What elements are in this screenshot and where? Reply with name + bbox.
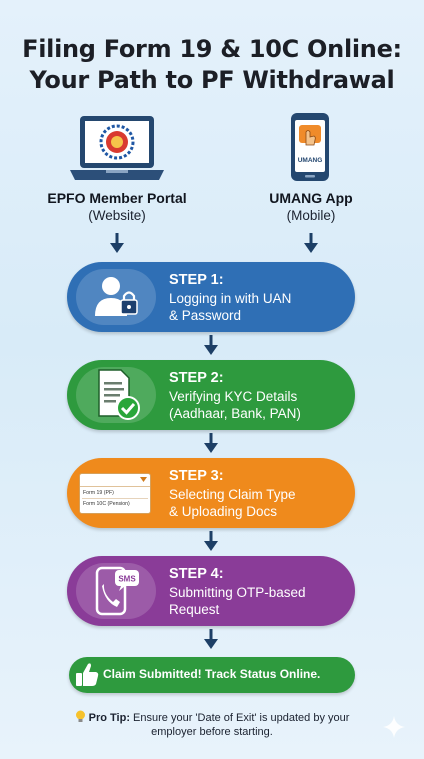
claim-submitted-text: Claim Submitted! Track Status Online.	[103, 667, 321, 681]
arrow-down-icon	[304, 233, 318, 253]
step-1-card: STEP 1: Logging in with UAN & Password	[67, 262, 355, 332]
source-sub-mobile: (Mobile)	[286, 208, 336, 223]
page-title: Filing Form 19 & 10C Online: Your Path t…	[0, 34, 424, 96]
pro-tip-label: Pro Tip:	[88, 712, 130, 724]
sparkle-icon	[383, 716, 405, 738]
claim-type-dropdown: Form 19 (PF) Form 10C (Pension)	[79, 473, 151, 514]
phone-icon: UMANG	[291, 113, 329, 181]
chevron-down-icon	[140, 477, 147, 482]
pro-tip: Pro Tip: Ensure your 'Date of Exit' is u…	[0, 710, 424, 739]
arrow-down-icon	[204, 433, 218, 453]
claim-submitted-banner: Claim Submitted! Track Status Online.	[69, 657, 355, 693]
thumbs-up-icon	[76, 663, 99, 686]
step-4-text: Submitting OTP-based Request	[169, 585, 306, 617]
arrow-down-icon	[204, 531, 218, 551]
step-3-card: Form 19 (PF) Form 10C (Pension) STEP 3: …	[67, 458, 355, 528]
source-name-umang: UMANG App	[269, 190, 353, 206]
dropdown-option-form19: Form 19 (PF)	[83, 490, 114, 496]
source-name-epfo: EPFO Member Portal	[47, 190, 187, 206]
step-1-title: STEP 1:	[169, 272, 224, 288]
arrow-down-icon	[204, 629, 218, 649]
step-2-card: STEP 2: Verifying KYC Details (Aadhaar, …	[67, 360, 355, 430]
pro-tip-line-2: employer before starting.	[151, 726, 273, 738]
title-line-2: Your Path to PF Withdrawal	[29, 66, 395, 94]
arrow-down-icon	[204, 335, 218, 355]
step-2-title: STEP 2:	[169, 370, 224, 386]
step-2-text: Verifying KYC Details (Aadhaar, Bank, PA…	[169, 389, 301, 421]
source-sub-website: (Website)	[88, 208, 146, 223]
sms-label: SMS	[118, 575, 136, 584]
dropdown-option-form10c: Form 10C (Pension)	[83, 501, 130, 507]
title-line-1: Filing Form 19 & 10C Online:	[22, 35, 402, 63]
phone-sms-icon: SMS	[95, 566, 139, 616]
step-3-text: Selecting Claim Type & Uploading Docs	[169, 487, 296, 519]
step-3-title: STEP 3:	[169, 468, 224, 484]
step-4-title: STEP 4:	[169, 566, 224, 582]
user-lock-icon	[95, 277, 138, 316]
step-4-card: SMS STEP 4: Submitting OTP-based Request	[67, 556, 355, 626]
step-1-text: Logging in with UAN & Password	[169, 291, 292, 323]
arrow-down-icon	[110, 233, 124, 253]
umang-screen-label: UMANG	[298, 157, 323, 164]
laptop-icon	[70, 116, 164, 180]
lightbulb-icon	[75, 710, 85, 722]
pro-tip-line-1: Ensure your 'Date of Exit' is updated by…	[133, 712, 350, 724]
document-check-icon	[98, 369, 140, 420]
